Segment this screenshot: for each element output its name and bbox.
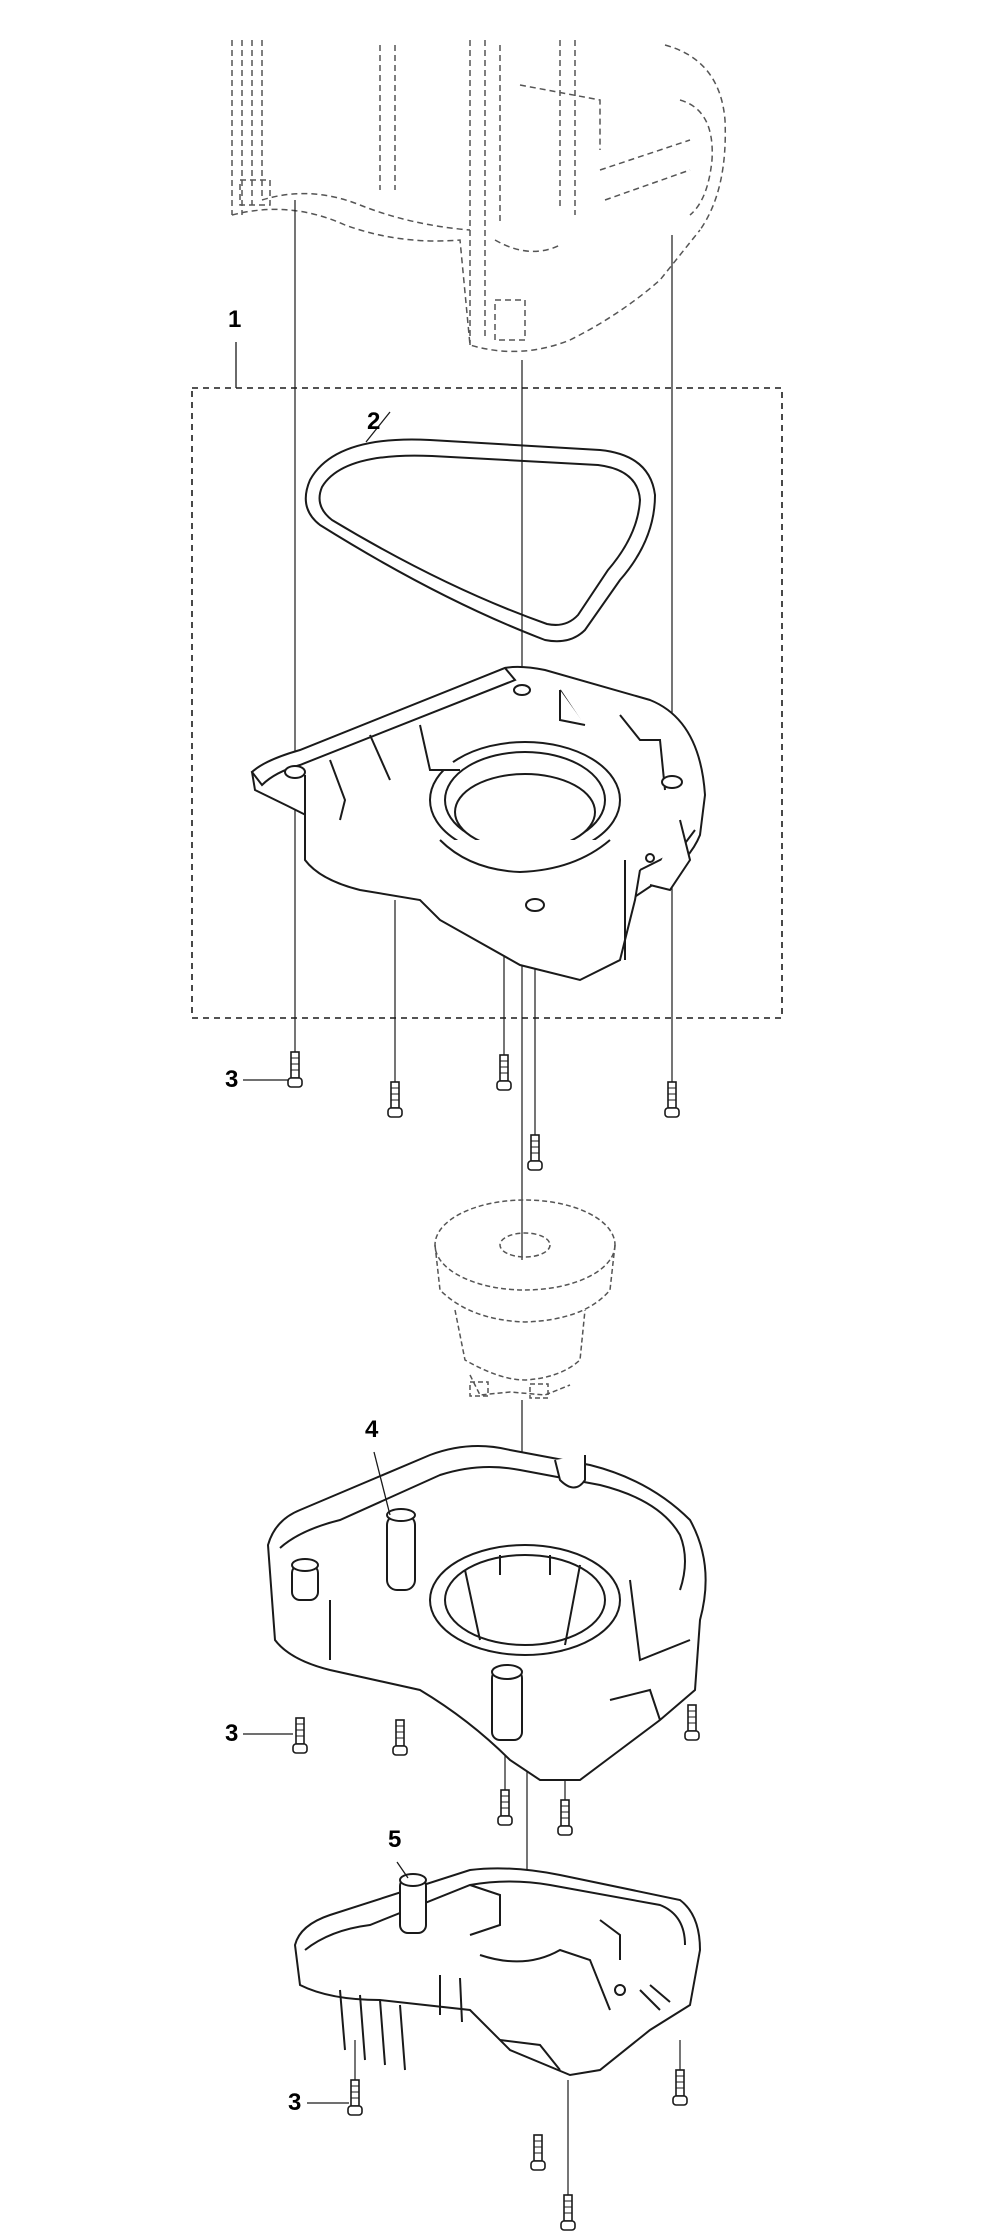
lower-housing [266,1445,707,1781]
screw-row-1 [287,1051,680,1171]
machine-housing-phantom [231,40,727,353]
callout-3c: 3 [288,2089,302,2116]
callout-3a: 3 [225,1066,239,1093]
kit-boundary-box [191,387,783,1019]
leader-line-2 [365,411,391,443]
leader-line-4 [373,1451,391,1516]
gasket-ring [304,438,657,643]
screw-row-3 [347,2069,688,2231]
filter-housing-upper [250,665,707,982]
callout-2: 2 [367,408,381,435]
leader-line-5 [396,1861,409,1879]
callout-4: 4 [365,1416,379,1443]
motor-phantom [434,1199,616,1399]
callout-1: 1 [228,306,242,333]
callout-3b: 3 [225,1720,239,1747]
base-plate [293,1867,702,2077]
callout-5: 5 [388,1826,402,1853]
